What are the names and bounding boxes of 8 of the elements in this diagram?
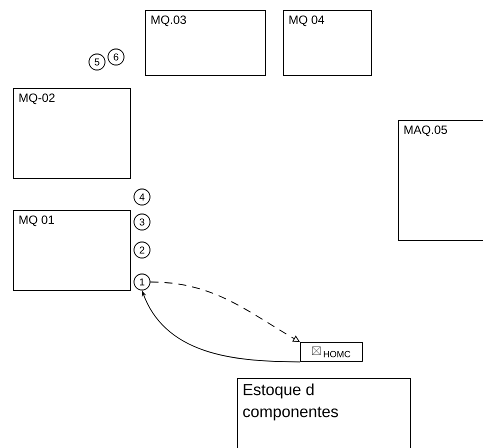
- machine-box: MQ-02: [13, 88, 131, 179]
- arrow: [150, 282, 300, 342]
- storage-box: Estoque d componentes: [237, 378, 411, 448]
- machine-box: MQ 01: [13, 210, 131, 291]
- machine-box: MQ.03: [145, 10, 266, 76]
- machine-box: MAQ.05: [398, 120, 483, 241]
- checkbox-label: HOMC: [300, 342, 363, 362]
- machine-box: MQ 04: [283, 10, 372, 76]
